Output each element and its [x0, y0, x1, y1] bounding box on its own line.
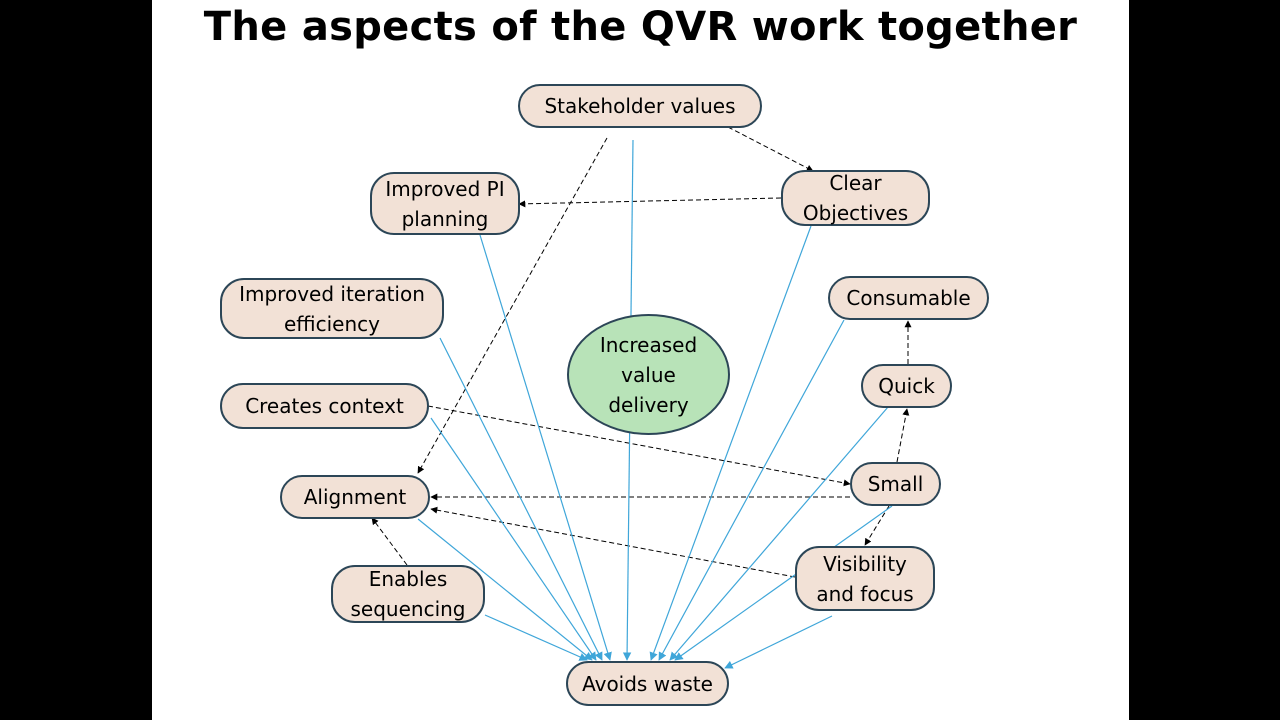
edge-visibility-and-focus-to-alignment: [430, 506, 796, 578]
node-consumable: Consumable: [828, 276, 989, 320]
node-stakeholder-values: Stakeholder values: [518, 84, 762, 128]
node-visibility-and-focus: Visibility and focus: [795, 546, 935, 611]
edge-small-to-avoids-waste: [674, 505, 893, 661]
slide: The aspects of the QVR work together Sta…: [152, 0, 1129, 720]
edge-small-to-quick: [896, 408, 910, 463]
node-small: Small: [850, 462, 941, 506]
node-enables-sequencing: Enables sequencing: [331, 565, 485, 623]
edge-enables-sequencing-to-alignment: [371, 517, 408, 566]
edge-alignment-to-avoids-waste: [417, 518, 593, 661]
node-creates-context: Creates context: [220, 383, 429, 429]
edge-stakeholder-values-to-alignment: [417, 137, 608, 474]
edge-enables-sequencing-to-avoids-waste: [484, 614, 588, 661]
diagram-edges: [371, 126, 912, 669]
edge-quick-to-avoids-waste: [669, 406, 889, 661]
edge-clear-objectives-to-improved-pi-planning: [518, 197, 782, 208]
edge-improved-pi-planning-to-avoids-waste: [479, 234, 612, 661]
node-improved-pi-planning: Improved PI planning: [370, 172, 520, 235]
edge-clear-objectives-to-avoids-waste: [649, 225, 812, 661]
edge-small-to-visibility-and-focus: [864, 505, 890, 546]
node-quick: Quick: [861, 364, 952, 408]
edge-improved-iteration-efficiency-to-avoids-waste: [439, 337, 603, 661]
edge-stakeholder-values-to-clear-objectives: [727, 126, 814, 172]
edge-visibility-and-focus-to-avoids-waste: [724, 615, 833, 669]
edge-creates-context-to-avoids-waste: [430, 417, 597, 661]
node-clear-objectives: Clear Objectives: [781, 170, 930, 226]
slide-title: The aspects of the QVR work together: [203, 4, 1078, 50]
edge-consumable-to-avoids-waste: [658, 319, 845, 661]
node-avoids-waste: Avoids waste: [566, 661, 729, 706]
node-increased-value-delivery: Increased value delivery: [567, 314, 730, 435]
node-alignment: Alignment: [280, 475, 430, 519]
node-improved-iteration-efficiency: Improved iteration efficiency: [220, 278, 444, 339]
